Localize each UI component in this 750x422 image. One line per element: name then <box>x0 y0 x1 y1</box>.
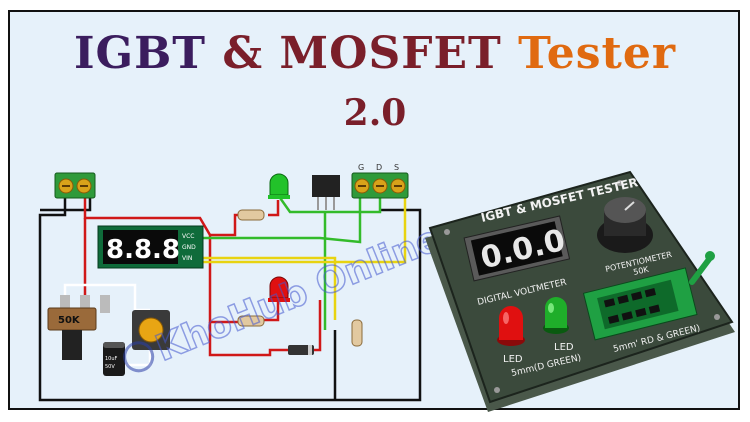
voltmeter-module: 8.8.8 VCC GND VIN <box>97 225 204 269</box>
input-terminal-block <box>54 172 96 199</box>
push-button <box>132 310 170 350</box>
cap-label-2: 50V <box>105 364 115 370</box>
title-mosfet: MOSFET <box>279 28 502 79</box>
board-knob <box>597 197 653 253</box>
terminal-label-d: D <box>376 163 382 172</box>
terminal-label-g: G <box>358 163 364 172</box>
tester-board: IGBT & MOSFET TESTER 0.0.0 DIGITAL VOLTM… <box>425 170 735 412</box>
pin-gnd: GND <box>182 244 196 251</box>
pin-vcc: VCC <box>182 233 194 240</box>
pot-label-2: 50K <box>632 265 650 277</box>
board-led-green <box>543 297 569 334</box>
zif-socket <box>582 267 698 341</box>
potentiometer: 50K <box>47 295 110 360</box>
title-igbt: IGBT <box>73 28 207 79</box>
title-version: 2.0 <box>343 92 407 134</box>
diode <box>288 345 314 355</box>
resistors <box>237 209 363 347</box>
title-amp: & <box>222 28 264 79</box>
page-title: IGBT & MOSFET Tester <box>0 28 750 79</box>
transistor <box>312 175 340 210</box>
schematic-display-digits: 8.8.8 <box>106 235 180 265</box>
pot-value-label: 50K <box>58 315 81 326</box>
schematic-wires <box>38 194 422 402</box>
terminal-label-s: S <box>394 163 399 172</box>
gds-terminal-block: G D S <box>351 163 409 199</box>
pin-vin: VIN <box>182 255 192 262</box>
board-led-red <box>497 306 525 346</box>
cap-label-1: 10uF <box>105 356 118 362</box>
led-label-2: LED <box>554 342 574 353</box>
title-tester: Tester <box>518 28 677 79</box>
led-label-1: LED <box>503 354 523 365</box>
schematic-leds <box>268 173 290 302</box>
capacitor: 10uF 50V <box>103 342 125 376</box>
